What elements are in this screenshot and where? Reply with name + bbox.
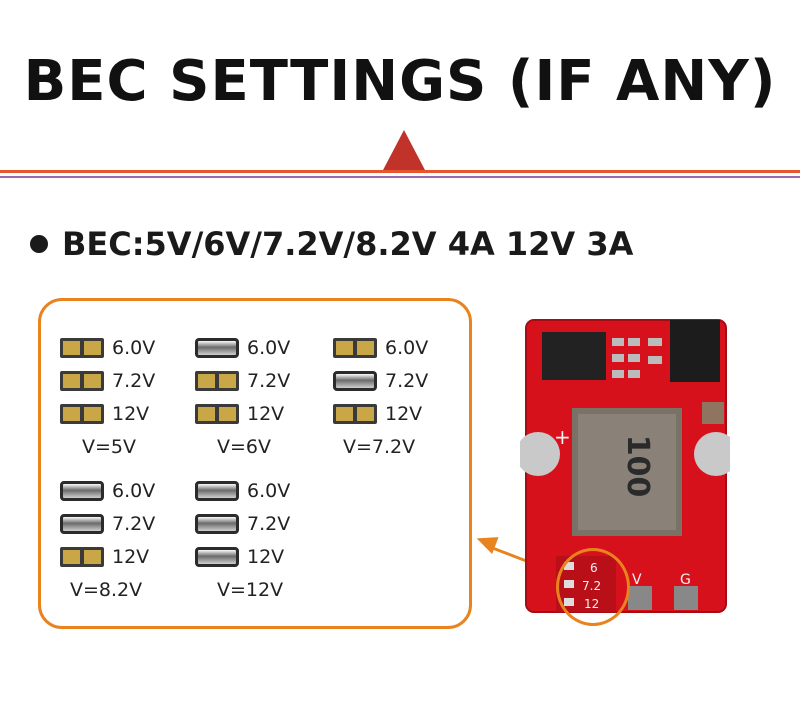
solder-tab-left [520, 432, 560, 476]
output-voltage-caption: V=12V [217, 579, 284, 601]
pad-voltage-label: 6.0V [247, 336, 291, 359]
solder-pad-open-icon [195, 403, 239, 424]
voltage-output-pad [628, 586, 652, 610]
config-group: 6.0V 7.2V 12V V=6V [195, 331, 290, 458]
solder-pad-open-icon [60, 370, 104, 391]
solder-pad-bridged-icon [195, 546, 239, 567]
pad-voltage-label: 6.0V [112, 336, 156, 359]
pad-row: 7.2V [60, 507, 155, 540]
pad-row: 6.0V [333, 331, 428, 364]
pad-row: 7.2V [195, 364, 290, 397]
silk-g: G [680, 572, 691, 588]
solder-pad-open-icon [60, 403, 104, 424]
page-title: BEC SETTINGS (IF ANY) [23, 49, 777, 114]
solder-pad-bridged-icon [60, 513, 104, 534]
solder-pad-open-icon [333, 403, 377, 424]
bec-spec-line: BEC:5V/6V/7.2V/8.2V 4A 12V 3A [30, 225, 633, 263]
pad-row: 6.0V [60, 474, 155, 507]
pad-voltage-label: 7.2V [112, 369, 156, 392]
bullet-icon [30, 235, 48, 253]
pad-configuration-panel [38, 298, 472, 629]
pad-voltage-label: 12V [247, 545, 285, 568]
solder-pad-open-icon [60, 546, 104, 567]
config-group: 6.0V 7.2V 12V V=12V [195, 474, 290, 601]
silk-plus: + [554, 425, 571, 449]
pad-voltage-label: 12V [247, 402, 285, 425]
divider-marker-triangle [382, 130, 426, 172]
pad-row: 6.0V [195, 474, 290, 507]
pad-voltage-label: 7.2V [247, 512, 291, 535]
pad-row: 7.2V [333, 364, 428, 397]
divider-line-secondary [0, 176, 800, 178]
inductor-marking: 100 [620, 435, 655, 498]
pad-row: 7.2V [60, 364, 155, 397]
pad-voltage-label: 6.0V [385, 336, 429, 359]
ground-pad [674, 586, 698, 610]
pad-highlight-circle [556, 548, 630, 626]
pad-row: 12V [333, 397, 428, 430]
pad-voltage-label: 7.2V [112, 512, 156, 535]
solder-pad-bridged-icon [195, 480, 239, 501]
solder-pad-bridged-icon [60, 480, 104, 501]
solder-pad-open-icon [333, 337, 377, 358]
pad-row: 6.0V [195, 331, 290, 364]
mosfet-chip-left [542, 332, 606, 380]
silk-v: V [632, 572, 642, 588]
pad-voltage-label: 12V [112, 402, 150, 425]
pad-voltage-label: 7.2V [385, 369, 429, 392]
pad-row: 6.0V [60, 331, 155, 364]
bec-spec-text: BEC:5V/6V/7.2V/8.2V 4A 12V 3A [62, 225, 634, 263]
divider-line [0, 170, 800, 173]
pad-row: 12V [60, 397, 155, 430]
solder-pad-open-icon [195, 370, 239, 391]
output-voltage-caption: V=6V [217, 436, 272, 458]
pad-voltage-label: 6.0V [112, 479, 156, 502]
config-group: 6.0V 7.2V 12V V=8.2V [60, 474, 155, 601]
output-voltage-caption: V=7.2V [343, 436, 416, 458]
pad-voltage-label: 7.2V [247, 369, 291, 392]
pad-row: 12V [195, 540, 290, 573]
pad-voltage-label: 12V [385, 402, 423, 425]
config-group: 6.0V 7.2V 12V V=5V [60, 331, 155, 458]
pad-row: 12V [60, 540, 155, 573]
pad-voltage-label: 12V [112, 545, 150, 568]
bec-board-image: 100 + 6 7.2 12 V G [520, 319, 730, 613]
pad-voltage-label: 6.0V [247, 479, 291, 502]
mosfet-chip-right [670, 320, 720, 382]
solder-pad-open-icon [60, 337, 104, 358]
pad-row: 12V [195, 397, 290, 430]
output-voltage-caption: V=8.2V [70, 579, 143, 601]
output-voltage-caption: V=5V [82, 436, 137, 458]
solder-pad-bridged-icon [333, 370, 377, 391]
capacitor [702, 402, 724, 424]
pad-row: 7.2V [195, 507, 290, 540]
solder-pad-bridged-icon [195, 337, 239, 358]
solder-pad-bridged-icon [195, 513, 239, 534]
config-group: 6.0V 7.2V 12V V=7.2V [333, 331, 428, 458]
solder-tab-right [694, 432, 730, 476]
